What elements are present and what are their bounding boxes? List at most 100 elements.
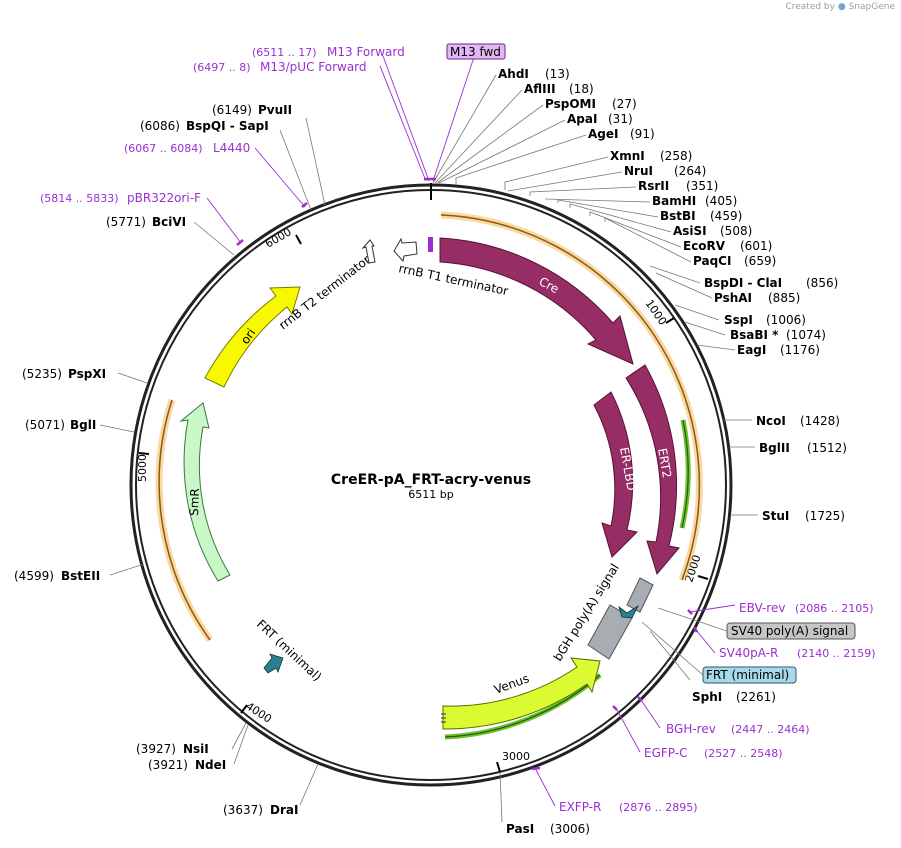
tick-label-3000: 3000 (502, 750, 530, 763)
leader-apai (438, 119, 566, 184)
primer-m13-puc-forward-pos: (6497 .. 8) (193, 61, 251, 74)
leader-pspomi (436, 104, 544, 184)
primer-m13-forward: M13 Forward (327, 45, 405, 59)
enzyme-ecorv-pos: (601) (740, 239, 772, 253)
leader-m13-fwd-box (432, 56, 475, 182)
enzyme-ncoi-pos: (1428) (800, 414, 840, 428)
enzyme-eagi: EagI (737, 343, 766, 357)
leader-frt-box (641, 621, 704, 676)
enzyme-ndei: NdeI (195, 758, 226, 772)
primer-m13-puc-forward: M13/pUC Forward (260, 60, 367, 74)
enzyme-drai-pos: (3637) (223, 803, 263, 817)
leader-drai (299, 763, 319, 806)
leader-bsteii (109, 563, 145, 576)
leader-bcivi (193, 221, 235, 256)
enzyme-afliii: AflIII (524, 82, 556, 96)
primer-mark-exfp (531, 766, 541, 771)
enzyme-paqci: PaqCI (693, 254, 731, 268)
ert2-feature (625, 364, 680, 576)
frt-feature-right (618, 604, 640, 619)
leader-ebv-rev (689, 604, 736, 613)
orf-green-venus-core (444, 674, 601, 738)
leader-bspqi (279, 129, 312, 211)
leader-l4440 (254, 147, 306, 208)
primer-mark-pbr322 (236, 239, 244, 246)
enzyme-rsrii: RsrII (638, 179, 669, 193)
tick-mark-3000 (496, 761, 501, 773)
enzyme-pspomi: PspOMI (545, 97, 596, 111)
enzyme-ecorv: EcoRV (683, 239, 726, 253)
enzyme-ncoi: NcoI (756, 414, 786, 428)
leader-egfp-c (616, 709, 641, 753)
primer-sv40pa-r-pos: (2140 .. 2159) (797, 647, 876, 660)
leader-pbr322ori (206, 197, 242, 244)
enzyme-stui-pos: (1725) (805, 509, 845, 523)
credit-brand: SnapGene (848, 2, 895, 12)
primer-bgh-rev: BGH-rev (666, 722, 716, 736)
primer-l4440: L4440 (213, 141, 250, 155)
primer-mark-bgh (637, 696, 643, 702)
enzyme-pspxi: PspXI (68, 367, 106, 381)
snapgene-logo-icon: ● (837, 2, 846, 12)
leader-paqci (604, 217, 692, 263)
primer-mark-l4440 (301, 202, 308, 208)
enzyme-nrui-pos: (264) (674, 164, 706, 178)
enzyme-bcivi-pos: (5771) (106, 215, 146, 229)
m13-fwd-box-label: M13 fwd (450, 45, 501, 59)
primer-pbr322ori: pBR322ori-F (127, 191, 201, 205)
leader-m13-forward (382, 55, 430, 182)
enzyme-xmni-pos: (258) (660, 149, 692, 163)
enzyme-bspqi-sapi: BspQI - SapI (186, 119, 269, 133)
leader-pvuii (305, 117, 326, 206)
cre-feature (439, 237, 634, 365)
enzyme-pasi-pos: (3006) (550, 822, 590, 836)
bgh-polya-feature (587, 604, 633, 660)
enzyme-pvuii-pos: (6149) (212, 103, 252, 117)
enzyme-sspi-pos: (1006) (766, 313, 806, 327)
credit-prefix: Created by (785, 2, 835, 12)
enzyme-stui: StuI (762, 509, 789, 523)
frt-minimal-box-label: FRT (minimal) (706, 668, 789, 682)
snapgene-credit: Created by ● SnapGene (785, 2, 895, 12)
leader-ahdi (432, 74, 497, 184)
enzyme-bamhi: BamHI (652, 194, 696, 208)
smr-label: SmR (187, 488, 202, 516)
leader-bgli (99, 424, 135, 433)
primer-pbr322ori-pos: (5814 .. 5833) (40, 192, 119, 205)
enzyme-bstbi-pos: (459) (710, 209, 742, 223)
enzyme-ahdi: AhdI (498, 67, 529, 81)
leader-ecorv (589, 211, 682, 248)
enzyme-bstbi: BstBI (660, 209, 696, 223)
sv40-polya-box-label: SV40 poly(A) signal (731, 624, 848, 638)
leader-bsabi (684, 321, 726, 336)
leader-rsrii (529, 186, 637, 196)
primer-ebv-rev-pos: (2086 .. 2105) (795, 602, 874, 615)
primer-m13-forward-pos: (6511 .. 17) (252, 46, 317, 59)
er-lbd-feature (593, 391, 639, 558)
leader-nsii (231, 722, 247, 750)
plasmid-size: 6511 bp (408, 488, 453, 501)
tick-mark-6000 (295, 234, 302, 245)
leader-bstbi (557, 199, 659, 218)
rrnb-t2-terminator-feature (361, 239, 376, 264)
enzyme-bgli: BglI (70, 418, 96, 432)
primer-exfp-r-pos: (2876 .. 2895) (619, 801, 698, 814)
enzyme-bcivi: BciVI (152, 215, 186, 229)
primer-mark-egfp (612, 705, 618, 711)
tick-label-5000: 5000 (136, 454, 149, 482)
tick-mark-4000 (240, 704, 248, 714)
enzyme-nsii-pos: (3927) (136, 742, 176, 756)
enzyme-xmni: XmnI (610, 149, 645, 163)
leader-pshai (655, 272, 713, 299)
leader-agei (455, 134, 587, 185)
leader-bamhi (544, 198, 651, 203)
primer-egfp-c: EGFP-C (644, 746, 687, 760)
enzyme-bglii: BglII (759, 441, 790, 455)
enzyme-afliii-pos: (18) (569, 82, 594, 96)
enzyme-asisi-pos: (508) (720, 224, 752, 238)
primer-l4440-pos: (6067 .. 6084) (124, 142, 203, 155)
enzyme-ahdi-pos: (13) (545, 67, 570, 81)
leader-m13-puc-forward (379, 65, 427, 182)
enzyme-bamhi-pos: (405) (705, 194, 737, 208)
enzyme-agei: AgeI (588, 127, 618, 141)
